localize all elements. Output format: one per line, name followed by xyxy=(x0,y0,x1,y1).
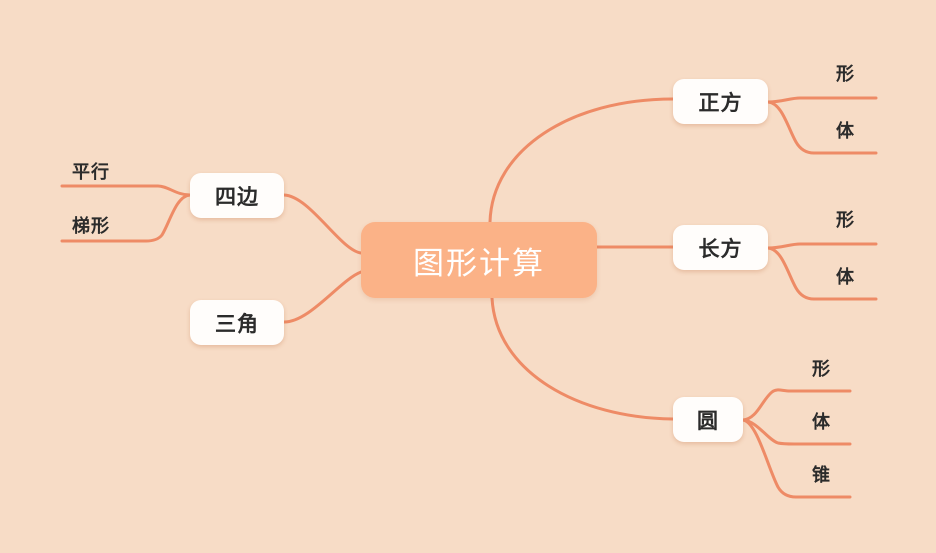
connector-yuan-to-ti xyxy=(741,418,852,446)
leaf-label-yuan[interactable]: 锥 xyxy=(812,465,831,486)
connector-zhengfang-to-ti xyxy=(766,100,878,155)
connector-siban-to-pingxing xyxy=(60,184,192,197)
root-node[interactable]: 图形计算 xyxy=(361,222,597,298)
leaf-label-yuan[interactable]: 体 xyxy=(812,412,831,433)
leaf-label-siban[interactable]: 梯形 xyxy=(72,216,110,237)
leaf-label-siban[interactable]: 平行 xyxy=(72,162,110,183)
connector-root-to-sanjiao xyxy=(282,270,363,324)
branch-node-yuan[interactable]: 圆 xyxy=(673,397,743,442)
branch-node-sanjiao[interactable]: 三角 xyxy=(190,300,284,345)
connector-root-to-zhengfang xyxy=(488,97,675,224)
branch-node-zhengfang[interactable]: 正方 xyxy=(673,79,768,124)
leaf-label-changfang[interactable]: 形 xyxy=(836,210,855,231)
connector-changfang-to-xing xyxy=(766,242,878,250)
leaf-label-changfang[interactable]: 体 xyxy=(836,267,855,288)
leaf-label-yuan[interactable]: 形 xyxy=(812,359,831,380)
connector-root-to-yuan xyxy=(490,296,675,421)
connector-zhengfang-to-xing xyxy=(766,96,878,104)
connector-changfang-to-ti xyxy=(766,246,878,301)
connector-root-to-siban xyxy=(282,193,363,255)
branch-node-siban[interactable]: 四边 xyxy=(190,173,284,218)
leaf-label-zhengfang[interactable]: 形 xyxy=(836,64,855,85)
leaf-label-zhengfang[interactable]: 体 xyxy=(836,121,855,142)
connector-yuan-to-xing xyxy=(741,388,852,422)
branch-node-changfang[interactable]: 长方 xyxy=(673,225,768,270)
connector-yuan-to-zhui xyxy=(741,418,852,499)
